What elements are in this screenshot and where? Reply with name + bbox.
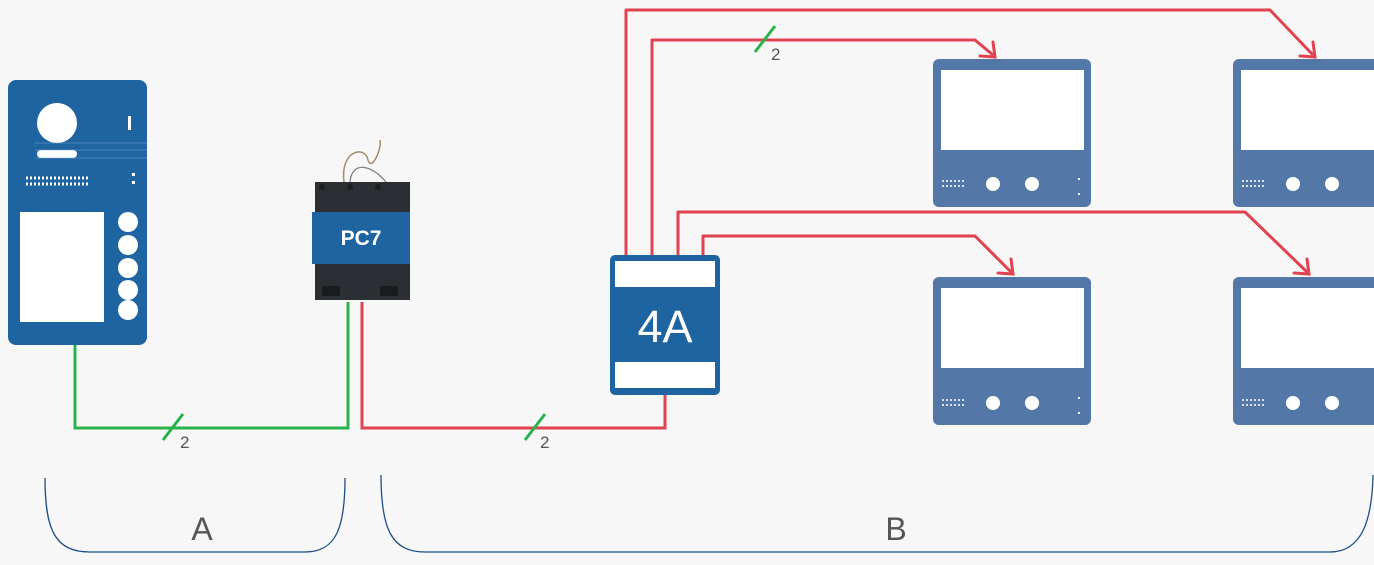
arrowheads bbox=[978, 40, 1317, 276]
monitor-screen bbox=[941, 70, 1084, 150]
wire-count-bus: 2 bbox=[540, 433, 549, 452]
monitor-button-icon bbox=[1025, 177, 1039, 191]
camera-lens-icon bbox=[37, 103, 77, 143]
bus-wire bbox=[360, 302, 667, 430]
call-button-icon bbox=[118, 235, 138, 255]
monitor-screen bbox=[1241, 288, 1374, 368]
section-a-label: A bbox=[191, 511, 213, 547]
monitor-button-icon bbox=[986, 396, 1000, 410]
monitor-button-icon bbox=[986, 177, 1000, 191]
power-supply-label: PC7 bbox=[341, 227, 382, 250]
call-button-icon bbox=[118, 280, 138, 300]
monitor-bottom-left bbox=[933, 277, 1091, 425]
monitor-button-icon bbox=[1286, 177, 1300, 191]
power-supply: PC7 bbox=[312, 139, 410, 300]
distributor-label: 4A bbox=[637, 301, 692, 352]
call-button-icon bbox=[118, 300, 138, 320]
wire-count-door: 2 bbox=[180, 433, 189, 452]
bracket-a bbox=[44, 477, 346, 553]
door-wire bbox=[73, 302, 350, 430]
monitor-wires bbox=[624, 8, 1315, 274]
distributor: 4A bbox=[610, 255, 720, 395]
call-button-icon bbox=[118, 212, 138, 232]
wire-count-monitor: 2 bbox=[771, 45, 780, 64]
monitor-top-right bbox=[1233, 59, 1374, 207]
monitor-screen bbox=[941, 288, 1084, 368]
bracket-b bbox=[380, 474, 1374, 553]
monitor-top-left bbox=[933, 59, 1091, 207]
monitor-button-icon bbox=[1325, 396, 1339, 410]
wire-slash-mark bbox=[753, 25, 777, 53]
name-card-window bbox=[20, 212, 104, 322]
monitor-button-icon bbox=[1286, 396, 1300, 410]
monitor-bottom-right bbox=[1233, 277, 1374, 425]
wire-slash-mark bbox=[523, 413, 547, 441]
wire-slash-mark bbox=[161, 413, 185, 441]
monitor-screen bbox=[1241, 70, 1374, 150]
call-button-icon bbox=[118, 258, 138, 278]
section-b-label: B bbox=[885, 511, 906, 547]
monitor-button-icon bbox=[1325, 177, 1339, 191]
monitor-button-icon bbox=[1025, 396, 1039, 410]
door-entry-panel bbox=[8, 80, 147, 345]
